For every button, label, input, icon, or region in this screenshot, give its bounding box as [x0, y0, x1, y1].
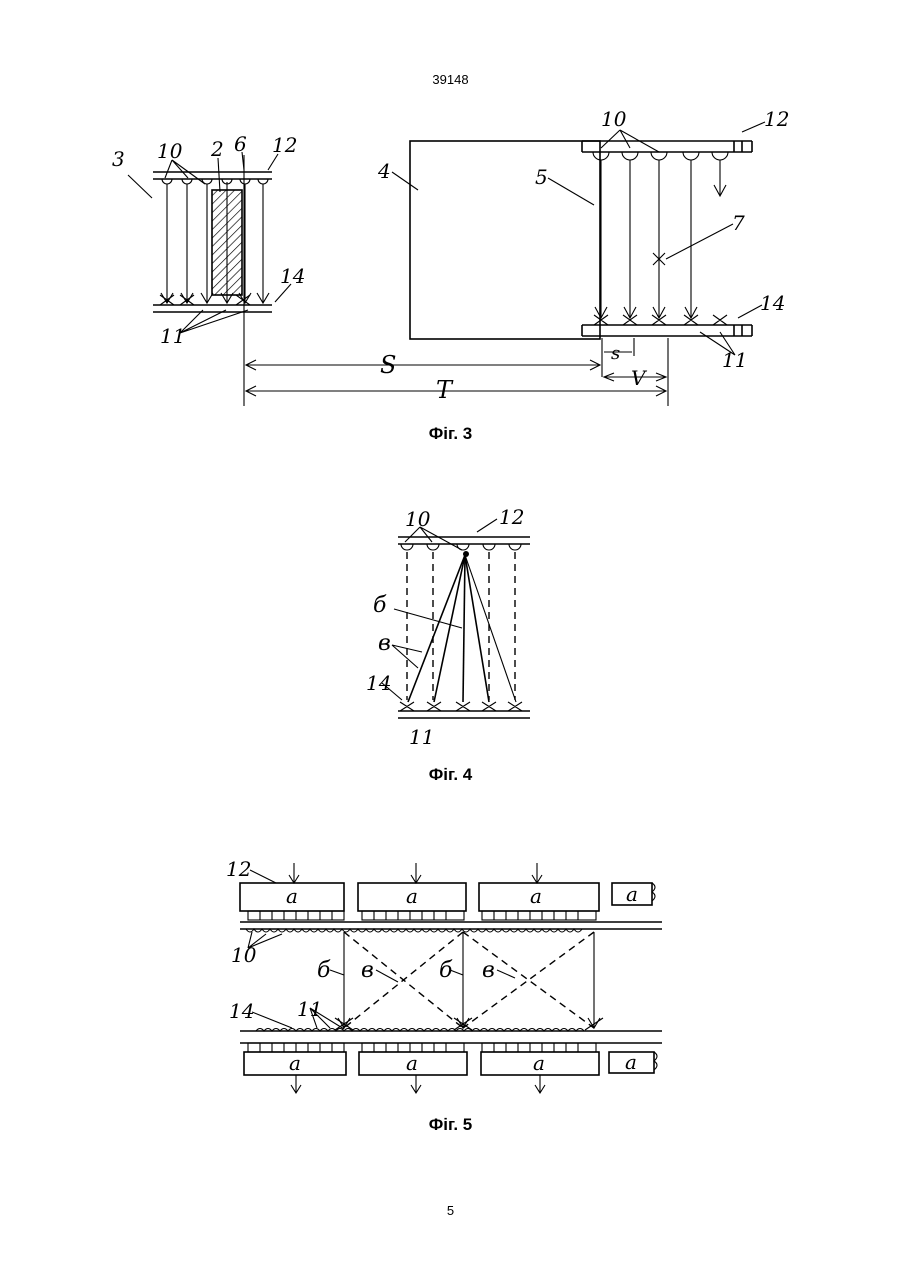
fig5-block-a: a [289, 1051, 301, 1075]
fig5-label-10: 10 [231, 943, 257, 967]
fig5-block-a: a [533, 1051, 545, 1075]
fig5-label-11: 11 [297, 997, 322, 1021]
fig5-label-b2: б [439, 958, 453, 983]
fig5-block-a: a [286, 884, 298, 908]
figure-5-caption: Фіг. 5 [0, 1115, 901, 1135]
page-number: 5 [0, 1203, 901, 1218]
fig5-block-a: a [626, 882, 638, 906]
fig5-block-a: a [406, 884, 418, 908]
fig5-block-a: a [625, 1050, 637, 1074]
fig5-block-a: a [530, 884, 542, 908]
fig5-label-v2: в [482, 958, 495, 983]
fig5-label-14: 14 [229, 999, 254, 1023]
fig5-label-b1: б [317, 958, 331, 983]
fig5-label-v1: в [361, 958, 374, 983]
fig5-label-12: 12 [226, 857, 251, 881]
fig5-block-a: a [406, 1051, 418, 1075]
